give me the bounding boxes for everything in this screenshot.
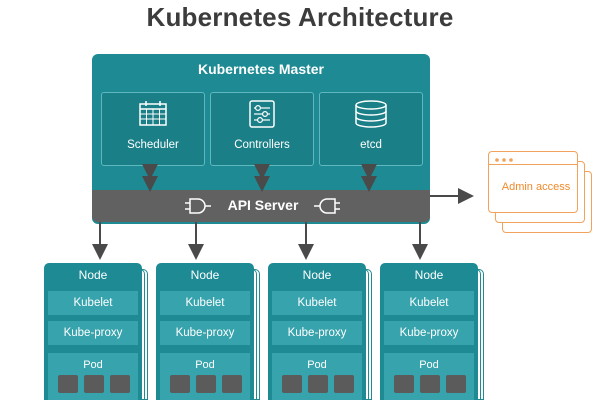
admin-access-windows: [488, 151, 592, 233]
scheduler-component: Scheduler: [101, 92, 205, 166]
database-icon: [355, 100, 387, 128]
master-title: Kubernetes Master: [197, 61, 325, 77]
kube-proxy-box: Kube-proxy: [48, 321, 138, 345]
container-icon: [420, 375, 440, 393]
node-title: Node: [414, 268, 444, 282]
pod-box: Pod: [48, 353, 138, 400]
node-2: Node Kubelet Kube-proxy Pod: [156, 263, 254, 400]
kubelet-box: Kubelet: [48, 291, 138, 315]
container-icon: [110, 375, 130, 393]
etcd-component: etcd: [319, 92, 423, 166]
scheduler-label: Scheduler: [127, 139, 179, 151]
kube-proxy-box: Kube-proxy: [272, 321, 362, 345]
container-icon: [84, 375, 104, 393]
node-title: Node: [78, 268, 108, 282]
sliders-icon: [249, 100, 275, 128]
kubelet-box: Kubelet: [160, 291, 250, 315]
kube-proxy-box: Kube-proxy: [160, 321, 250, 345]
diagram-title: Kubernetes Architecture: [146, 2, 454, 32]
container-icon: [308, 375, 328, 393]
pod-label: Pod: [83, 359, 103, 371]
pod-label: Pod: [195, 359, 215, 371]
container-icon: [282, 375, 302, 393]
admin-access-label: Admin access: [501, 181, 571, 193]
kubelet-box: Kubelet: [384, 291, 474, 315]
container-icon: [58, 375, 78, 393]
container-icon: [394, 375, 414, 393]
node-title: Node: [302, 268, 332, 282]
pod-box: Pod: [384, 353, 474, 400]
node-1: Node Kubelet Kube-proxy Pod: [44, 263, 142, 400]
node-4: Node Kubelet Kube-proxy Pod: [380, 263, 478, 400]
api-server-label: API Server: [227, 197, 299, 213]
plug-left-icon: [185, 198, 211, 214]
kubelet-box: Kubelet: [272, 291, 362, 315]
pod-label: Pod: [419, 359, 439, 371]
container-icon: [334, 375, 354, 393]
container-icon: [196, 375, 216, 393]
plug-right-icon: [314, 198, 340, 214]
pod-label: Pod: [307, 359, 327, 371]
kube-proxy-box: Kube-proxy: [384, 321, 474, 345]
container-icon: [170, 375, 190, 393]
controllers-label: Controllers: [234, 139, 290, 151]
admin-window-front: [488, 151, 578, 213]
calendar-icon: [139, 101, 167, 126]
window-dots-icon: [495, 158, 513, 162]
pod-box: Pod: [272, 353, 362, 400]
controllers-component: Controllers: [210, 92, 314, 166]
container-icon: [222, 375, 242, 393]
container-icon: [446, 375, 466, 393]
api-server-bar: [92, 190, 430, 222]
node-3: Node Kubelet Kube-proxy Pod: [268, 263, 366, 400]
pod-box: Pod: [160, 353, 250, 400]
etcd-label: etcd: [360, 139, 382, 151]
node-title: Node: [190, 268, 220, 282]
